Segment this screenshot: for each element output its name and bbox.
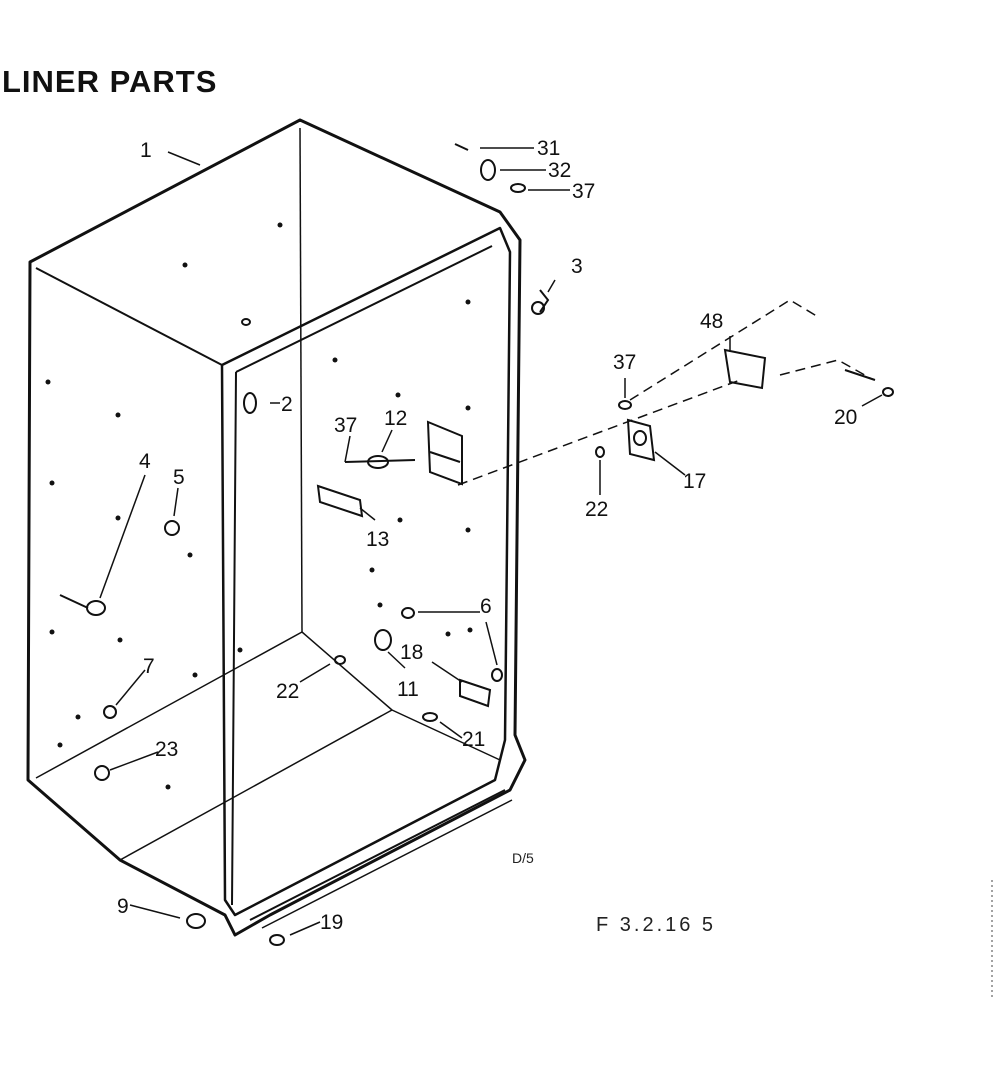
callout-9: 9: [117, 895, 129, 918]
callout-labels: 1 2 3 4 5 6 7 9 11 12 13 17 18 19 20 21 …: [117, 137, 857, 934]
callout-5: 5: [173, 466, 185, 489]
callout-37-right: 37: [613, 351, 636, 374]
diagram-title: LINER PARTS: [2, 64, 218, 99]
callout-4: 4: [139, 450, 151, 473]
callout-23: 23: [155, 738, 178, 761]
callout-20: 20: [834, 406, 857, 429]
callout-22-right: 22: [585, 498, 608, 521]
callout-3: 3: [571, 255, 583, 278]
callout-13: 13: [366, 528, 389, 551]
screw-holes: [45, 222, 473, 790]
callout-6: 6: [480, 595, 492, 618]
callout-48: 48: [700, 310, 723, 333]
leader-lines: [99, 147, 883, 936]
callout-22-left: 22: [276, 680, 299, 703]
page-code: D/5: [512, 850, 534, 866]
callout-19: 19: [320, 911, 343, 934]
callout-2: 2: [281, 393, 293, 416]
figure-code: F 3.2.16 5: [596, 914, 717, 936]
callout-37-top: 37: [572, 180, 595, 203]
callout-18: 18: [400, 641, 423, 664]
callout-1: 1: [140, 139, 152, 162]
callout-17: 17: [683, 470, 706, 493]
part-glyphs: [59, 143, 894, 946]
callout-7: 7: [143, 655, 155, 678]
callout-32: 32: [548, 159, 571, 182]
cabinet-liner: [26, 118, 527, 937]
callout-37-center: 37: [334, 414, 357, 437]
callout-12: 12: [384, 407, 407, 430]
callout-21: 21: [462, 728, 485, 751]
callout-31: 31: [537, 137, 560, 160]
callout-11: 11: [397, 678, 419, 701]
